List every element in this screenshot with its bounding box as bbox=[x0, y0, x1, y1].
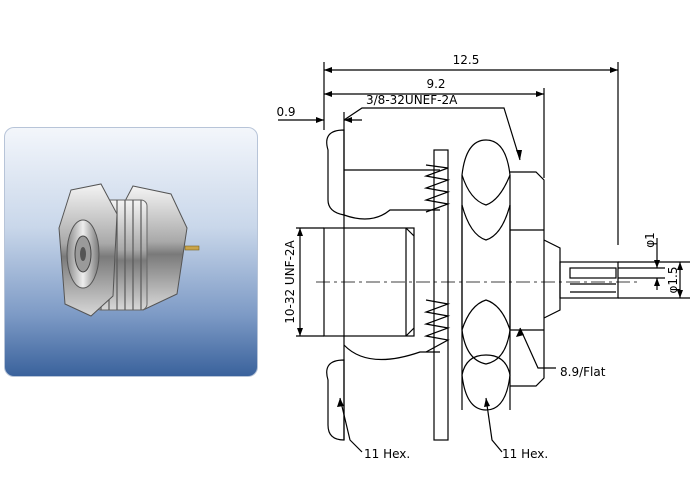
dim-hex-left: 11 Hex. bbox=[364, 447, 410, 461]
dim-overall-length: 12.5 bbox=[453, 53, 480, 67]
dim-inner-thread: 10-32 UNF-2A bbox=[283, 239, 297, 323]
dim-flat-size: 8.9/Flat bbox=[560, 365, 606, 379]
dim-pin-diameter: φ1 bbox=[643, 232, 657, 248]
product-photo-panel bbox=[4, 127, 258, 377]
dim-outer-thread: 3/8-32UNEF-2A bbox=[366, 93, 458, 107]
dim-flange-thickness: 0.9 bbox=[276, 105, 295, 119]
dim-body-length: 9.2 bbox=[426, 77, 445, 91]
dim-hex-right: 11 Hex. bbox=[502, 447, 548, 461]
dim-pin-shoulder-diameter: φ1.5 bbox=[666, 267, 680, 294]
bulkhead-connector-photo bbox=[58, 183, 200, 317]
